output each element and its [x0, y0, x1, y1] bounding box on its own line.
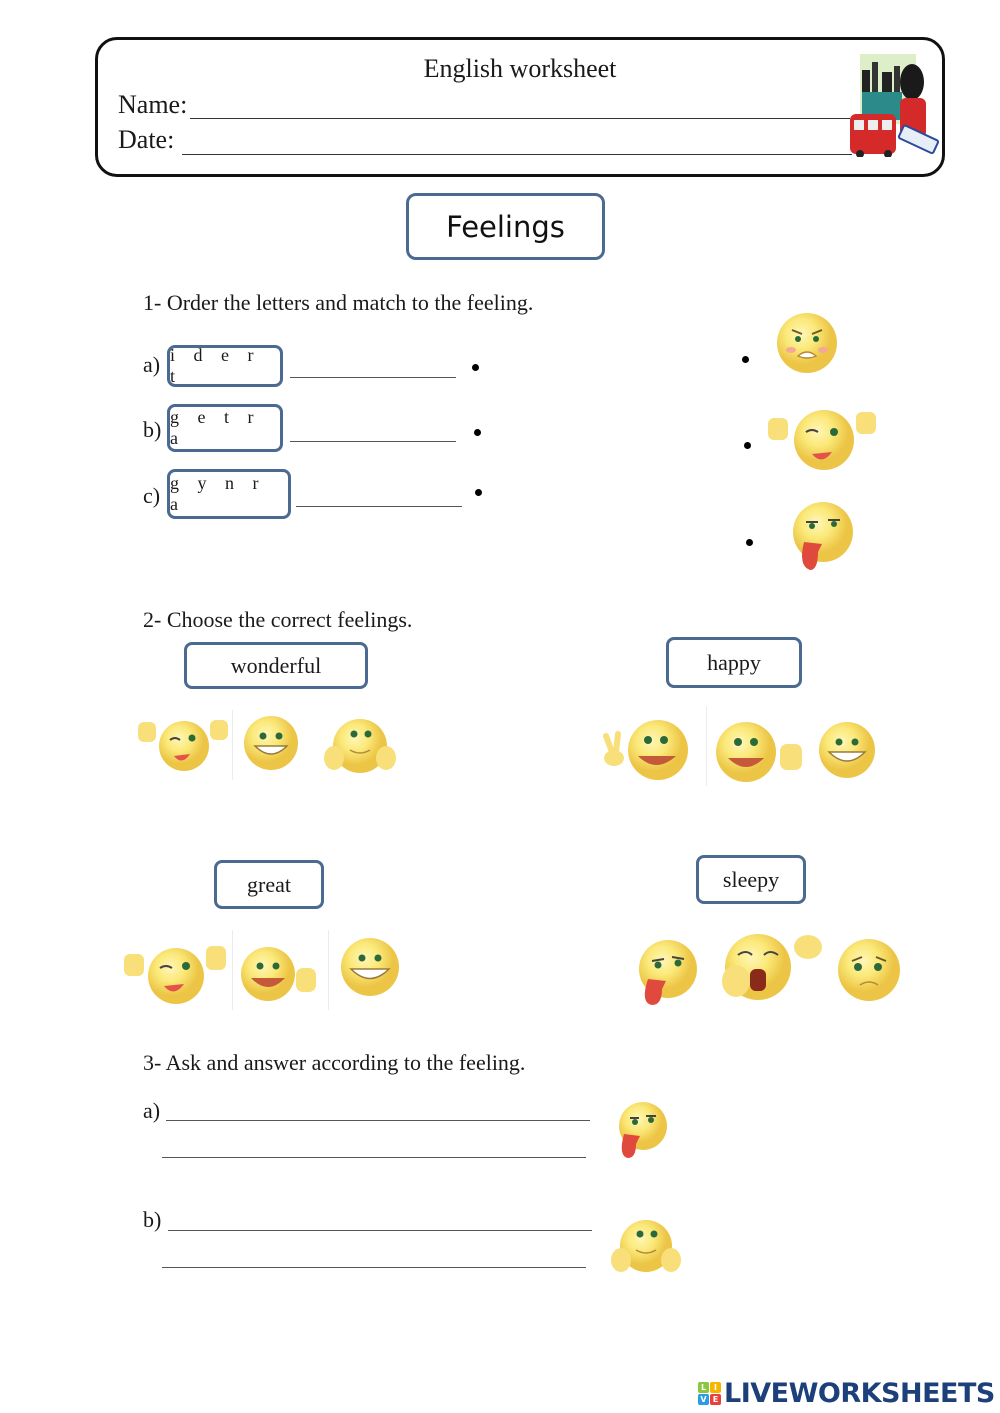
tongue-out-tired-face-icon	[793, 502, 853, 570]
question-line[interactable]	[168, 1230, 592, 1231]
logo-icon-letter: I	[710, 1381, 721, 1393]
thumbs-up-smile-face-icon[interactable]	[714, 718, 810, 784]
item-label: b)	[143, 1207, 162, 1232]
name-label: Name:	[118, 90, 188, 119]
scrambled-letters-box: g y n r a	[167, 469, 291, 519]
big-grin-face-icon[interactable]	[338, 936, 402, 998]
big-grin-face-icon[interactable]	[816, 720, 878, 780]
answer-line[interactable]	[162, 1157, 586, 1158]
wink-thumbs-up-face-icon[interactable]	[122, 940, 230, 1006]
yawning-face-icon[interactable]	[716, 929, 824, 1003]
sad-face-icon[interactable]	[836, 937, 902, 1003]
answer-blank[interactable]	[290, 377, 456, 378]
match-dot-right[interactable]	[742, 356, 749, 363]
answer-blank[interactable]	[290, 441, 456, 442]
topic-title-box: Feelings	[406, 193, 605, 260]
word-box-wonderful: wonderful	[184, 642, 368, 689]
peace-sign-smile-face-icon[interactable]	[600, 716, 694, 782]
question-line[interactable]	[166, 1120, 590, 1121]
date-field[interactable]	[182, 154, 852, 155]
word-box-happy: happy	[666, 637, 802, 688]
logo-icon-letter: E	[710, 1393, 721, 1405]
wink-thumbs-up-face-icon[interactable]	[136, 712, 230, 776]
worksheet-title: English worksheet	[423, 54, 617, 83]
liveworksheets-logo-icon: L I V E	[698, 1381, 721, 1405]
word-box-great: great	[214, 860, 324, 909]
item-label: c)	[143, 483, 161, 508]
choice-row-happy	[598, 706, 888, 786]
divider	[232, 710, 233, 780]
wink-thumbs-up-face-icon	[768, 410, 876, 470]
logo-icon-letter: V	[698, 1393, 709, 1405]
scrambled-letters-box: i d e r t	[167, 345, 283, 387]
divider	[706, 706, 707, 786]
header-box: English worksheet Name: Date:	[95, 37, 945, 177]
thumbs-up-smile-face-icon[interactable]	[238, 944, 324, 1004]
hands-on-cheeks-face-icon[interactable]	[322, 716, 398, 776]
match-dot-left[interactable]	[474, 429, 481, 436]
london-clipart-icon	[850, 54, 940, 157]
tongue-out-tired-face-icon	[619, 1102, 667, 1158]
choice-row-sleepy	[630, 925, 910, 1010]
name-field[interactable]	[190, 118, 850, 119]
big-grin-face-icon[interactable]	[242, 714, 300, 772]
logo-text: LIVEWORKSHEETS	[724, 1377, 995, 1409]
item-label: b)	[143, 417, 162, 442]
divider	[232, 930, 233, 1010]
logo-icon-letter: L	[698, 1381, 709, 1393]
section2-instruction: 2- Choose the correct feelings.	[143, 607, 413, 632]
tongue-out-tired-face-icon[interactable]	[634, 937, 698, 1007]
word-box-sleepy: sleepy	[696, 855, 806, 904]
match-dot-left[interactable]	[472, 364, 479, 371]
match-dot-right[interactable]	[744, 442, 751, 449]
section3-instruction: 3- Ask and answer according to the feeli…	[143, 1050, 526, 1075]
date-label: Date:	[118, 125, 175, 154]
choice-row-wonderful	[136, 710, 406, 780]
liveworksheets-logo[interactable]: L I V E LIVEWORKSHEETS	[698, 1377, 995, 1409]
topic-title: Feelings	[446, 209, 565, 244]
match-dot-left[interactable]	[475, 489, 482, 496]
hands-on-cheeks-face-icon	[611, 1220, 681, 1272]
choice-row-great	[120, 930, 410, 1010]
answer-blank[interactable]	[296, 506, 462, 507]
divider	[328, 930, 329, 1010]
item-label: a)	[143, 1098, 161, 1123]
answer-line[interactable]	[162, 1267, 586, 1268]
angry-face-icon	[777, 313, 837, 373]
scrambled-letters-box: g e t r a	[167, 404, 283, 452]
section1-instruction: 1- Order the letters and match to the fe…	[143, 290, 534, 315]
item-label: a)	[143, 352, 161, 377]
match-dot-right[interactable]	[746, 539, 753, 546]
